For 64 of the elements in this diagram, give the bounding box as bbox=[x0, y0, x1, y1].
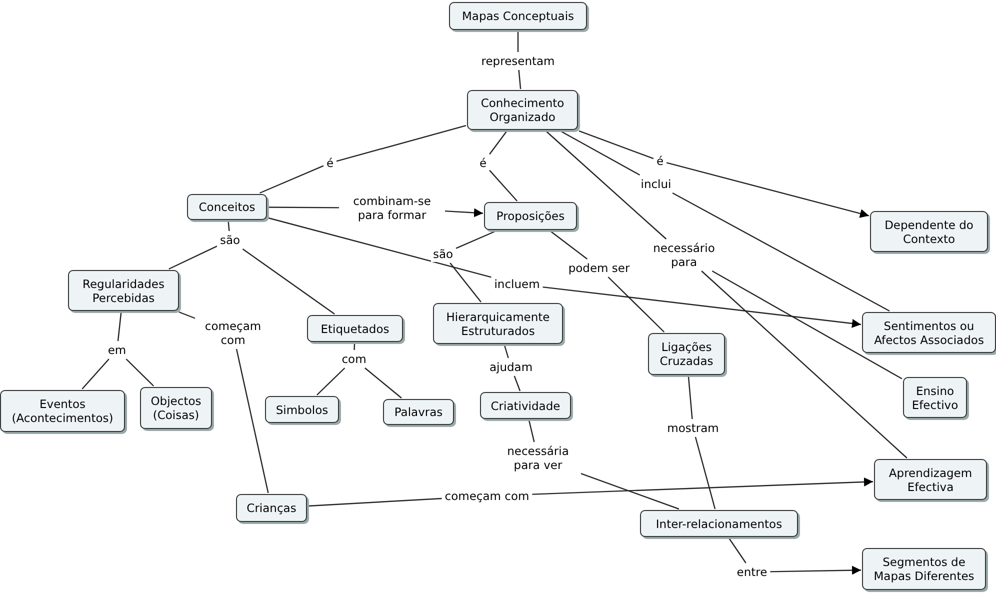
concept-box: Crianças bbox=[236, 494, 307, 522]
connector-line bbox=[236, 348, 269, 494]
connector-line bbox=[542, 286, 862, 328]
connector-line bbox=[728, 538, 746, 564]
connector-line bbox=[517, 31, 519, 52]
concept-box: Ensino Efectivo bbox=[903, 377, 967, 418]
concept-box: Etiquetados bbox=[307, 315, 403, 342]
concept-box: Conhecimento Organizado bbox=[467, 90, 578, 130]
concept-box: Sentimentos ou Afectos Associados bbox=[862, 312, 996, 353]
concept-box: Dependente do Contexto bbox=[870, 211, 988, 252]
connector-line bbox=[514, 376, 521, 392]
concept-box: Mapas Conceptuais bbox=[449, 2, 587, 30]
concept-box: Segmentos de Mapas Diferentes bbox=[862, 548, 986, 590]
connector-line bbox=[694, 436, 716, 510]
linking-phrase: podem ser bbox=[566, 260, 632, 276]
connector-line bbox=[308, 498, 442, 507]
connector-line bbox=[666, 162, 870, 218]
concept-box: Eventos (Acontecimentos) bbox=[0, 390, 125, 432]
concept-box: Palavras bbox=[383, 399, 454, 425]
linking-phrase: ajudam bbox=[487, 359, 535, 375]
concept-box: Simbolos bbox=[265, 396, 339, 423]
linking-phrase: são bbox=[430, 246, 456, 262]
concept-box: Aprendizagem Efectiva bbox=[874, 459, 987, 500]
connector-line bbox=[364, 368, 402, 398]
concept-box: Criatividade bbox=[480, 392, 571, 419]
connector-line bbox=[545, 130, 667, 240]
connector-line bbox=[126, 358, 154, 386]
connector-line bbox=[450, 262, 482, 302]
connector-line bbox=[316, 368, 346, 396]
connector-line bbox=[117, 312, 122, 342]
connector-line bbox=[228, 220, 230, 232]
concept-box: Inter-relacionamentos bbox=[640, 510, 798, 537]
connector-line bbox=[260, 165, 324, 194]
concept-box: Ligações Cruzadas bbox=[648, 333, 725, 375]
connector-line bbox=[242, 248, 335, 314]
concept-box: Regularidades Percebidas bbox=[68, 270, 179, 311]
concept-box: Conceitos bbox=[187, 194, 267, 220]
connector-line bbox=[770, 566, 862, 575]
connector-line bbox=[688, 376, 693, 420]
concept-box: Objectos (Coisas) bbox=[140, 387, 212, 429]
connector-line bbox=[528, 420, 535, 442]
connector-line bbox=[532, 477, 874, 495]
connector-line bbox=[268, 206, 339, 208]
connector-line bbox=[580, 473, 680, 510]
connector-line bbox=[489, 170, 518, 202]
connector-line bbox=[560, 130, 640, 176]
connector-line bbox=[82, 358, 110, 390]
connector-line bbox=[518, 70, 522, 90]
concept-box: Hierarquicamente Estruturados bbox=[433, 303, 563, 344]
connector-line bbox=[672, 192, 890, 312]
connector-line bbox=[712, 270, 902, 380]
connector-line bbox=[178, 311, 196, 319]
connector-line bbox=[504, 344, 509, 358]
connector-line bbox=[456, 230, 496, 249]
connector-line bbox=[168, 246, 218, 270]
connector-line bbox=[550, 230, 588, 260]
concept-box: Proposições bbox=[484, 202, 577, 230]
connector-line bbox=[489, 130, 508, 155]
connector-line bbox=[608, 276, 665, 332]
connector-line bbox=[444, 208, 484, 218]
connector-line bbox=[701, 270, 908, 458]
connector-line bbox=[336, 124, 466, 162]
connector-line bbox=[578, 130, 654, 160]
connector-line bbox=[268, 217, 492, 278]
